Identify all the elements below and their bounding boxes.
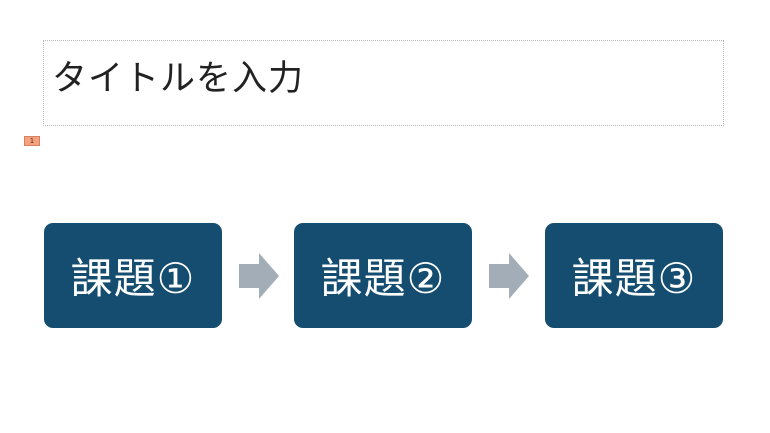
slide-number-badge: 1 bbox=[24, 136, 40, 146]
right-arrow-icon bbox=[239, 253, 279, 299]
right-arrow-icon bbox=[489, 253, 529, 299]
title-placeholder-text: タイトルを入力 bbox=[52, 59, 305, 99]
task-box-2[interactable]: 課題② bbox=[294, 223, 472, 328]
title-placeholder[interactable]: タイトルを入力 bbox=[43, 40, 724, 126]
task-box-1[interactable]: 課題① bbox=[44, 223, 222, 328]
task-box-3[interactable]: 課題③ bbox=[545, 223, 723, 328]
